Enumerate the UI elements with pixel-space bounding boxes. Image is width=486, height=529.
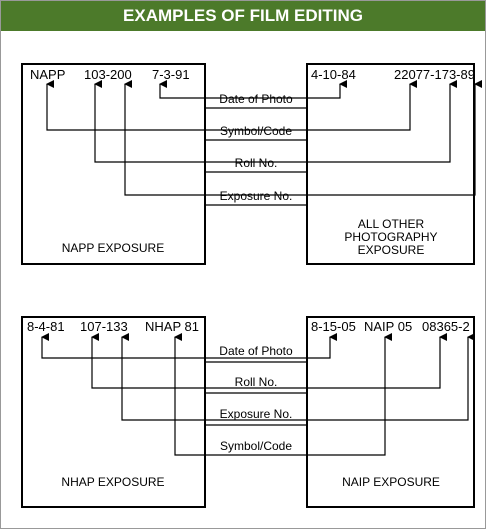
code-8-4-81: 8-4-81 [27, 319, 65, 334]
napp-exposure-box [21, 63, 206, 265]
code-103-200: 103-200 [84, 67, 132, 82]
label-roll-no-1: Roll No. [235, 156, 278, 170]
code-107-133: 107-133 [80, 319, 128, 334]
line-date-of-photo-2 [41, 333, 337, 359]
code-22077-173-89: 22077-173-89 [394, 67, 475, 82]
label-date-of-photo-1: Date of Photo [219, 92, 293, 106]
line-roll-no-1 [94, 80, 457, 163]
nhap-exposure-label: NHAP EXPOSURE [61, 475, 164, 489]
code-4-10-84: 4-10-84 [311, 67, 356, 82]
label-symbol-code-2: Symbol/Code [220, 439, 292, 453]
page-title: EXAMPLES OF FILM EDITING [1, 1, 485, 31]
code-naip-05: NAIP 05 [364, 319, 412, 334]
diagram-2 [21, 316, 475, 508]
code-08365-2: 08365-2 [422, 319, 470, 334]
line-date-of-photo-1 [159, 80, 347, 99]
other-exposure-label-line-2: PHOTOGRAPHY [344, 230, 437, 244]
label-exposure-no-2: Exposure No. [220, 407, 293, 421]
other-exposure-label-line-1: ALL OTHER [358, 217, 425, 231]
line-symbol-code-1 [46, 80, 417, 131]
line-roll-no-2 [91, 333, 447, 389]
naip-exposure-box [306, 316, 475, 508]
diagram-1 [21, 63, 482, 265]
label-roll-no-2: Roll No. [235, 375, 278, 389]
code-nhap-81: NHAP 81 [145, 319, 199, 334]
napp-exposure-label: NAPP EXPOSURE [62, 241, 164, 255]
label-exposure-no-1: Exposure No. [220, 189, 293, 203]
other-exposure-label-line-3: EXPOSURE [358, 243, 425, 257]
naip-exposure-label: NAIP EXPOSURE [342, 475, 440, 489]
label-date-of-photo-2: Date of Photo [219, 344, 293, 358]
nhap-exposure-box [21, 316, 206, 508]
line-exposure-no-1 [124, 80, 482, 196]
code-napp: NAPP [30, 67, 65, 82]
other-exposure-box [306, 63, 475, 265]
code-8-15-05: 8-15-05 [311, 319, 356, 334]
code-7-3-91: 7-3-91 [152, 67, 190, 82]
line-exposure-no-2 [121, 333, 475, 421]
line-symbol-code-2 [174, 333, 392, 456]
label-symbol-code-1: Symbol/Code [220, 124, 292, 138]
